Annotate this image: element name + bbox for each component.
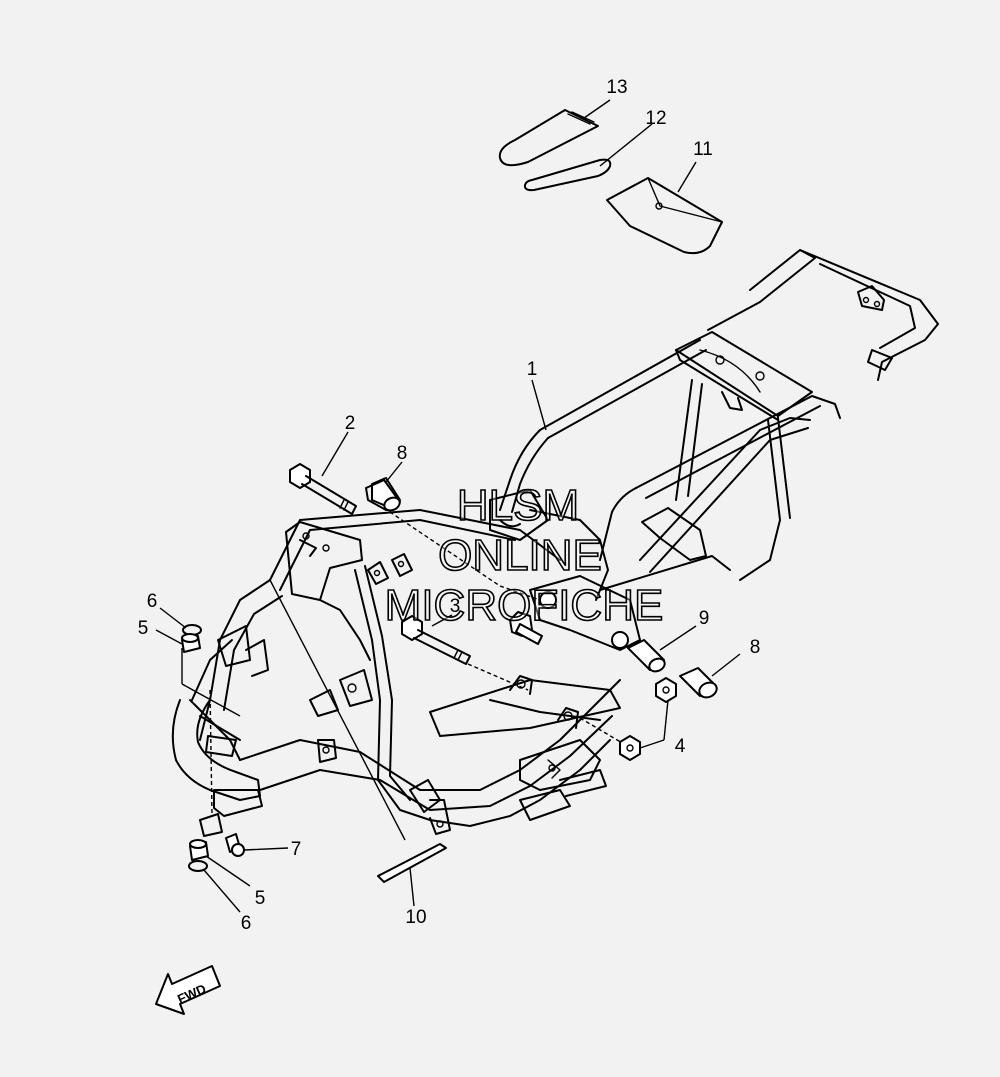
part-1-main-frame[interactable] — [171, 249, 939, 837]
part-5-bushing-lower[interactable] — [189, 839, 209, 861]
part-8-collar-upper[interactable] — [365, 477, 402, 513]
callout-13: 13 — [606, 77, 627, 98]
pivot-bolt-hardware[interactable] — [509, 611, 543, 645]
watermark-line-2: ONLINE — [438, 531, 602, 580]
part-8-collar-lower[interactable] — [679, 667, 719, 700]
callout-6-upper: 6 — [147, 591, 158, 612]
callout-12: 12 — [645, 108, 666, 129]
assembly-guide-lines — [209, 507, 625, 815]
callout-8-upper: 8 — [397, 443, 408, 464]
callout-11: 11 — [693, 139, 713, 160]
part-13-sleeve[interactable] — [498, 109, 599, 167]
callout-1: 1 — [527, 359, 538, 380]
part-6-washer-lower[interactable] — [188, 860, 208, 872]
callout-2: 2 — [345, 413, 356, 434]
callout-8-lower: 8 — [750, 637, 761, 658]
watermark-line-1: HLSM — [457, 481, 579, 530]
part-4-nut-lower[interactable] — [619, 735, 641, 761]
callout-3: 3 — [450, 596, 461, 617]
part-11-pouch[interactable] — [606, 177, 723, 255]
part-5-bushing-upper[interactable] — [181, 633, 201, 653]
callout-6-lower: 6 — [241, 913, 252, 934]
part-4-nut-upper[interactable] — [655, 677, 677, 703]
callout-7: 7 — [291, 839, 302, 860]
callout-4: 4 — [675, 736, 686, 757]
watermark-line-3: MICROFICHE — [385, 581, 664, 630]
part-12-band[interactable] — [523, 158, 612, 192]
forward-direction-arrow[interactable]: FWD — [155, 965, 221, 1015]
callout-5-upper: 5 — [138, 618, 149, 639]
callout-10: 10 — [405, 907, 426, 928]
callout-9: 9 — [699, 608, 710, 629]
part-3-bolt[interactable] — [401, 615, 471, 665]
callout-labels: 1 2 3 4 5 5 6 6 7 8 8 9 10 11 12 13 — [138, 77, 761, 934]
part-2-bolt[interactable] — [289, 463, 357, 515]
part-9-collar[interactable] — [627, 639, 667, 674]
callout-5-lower: 5 — [255, 888, 266, 909]
callout-leaders — [155, 99, 741, 913]
part-7-fitting[interactable] — [225, 833, 245, 857]
watermark: HLSM ONLINE MICROFICHE — [384, 480, 664, 631]
part-10-plate[interactable] — [377, 843, 447, 883]
